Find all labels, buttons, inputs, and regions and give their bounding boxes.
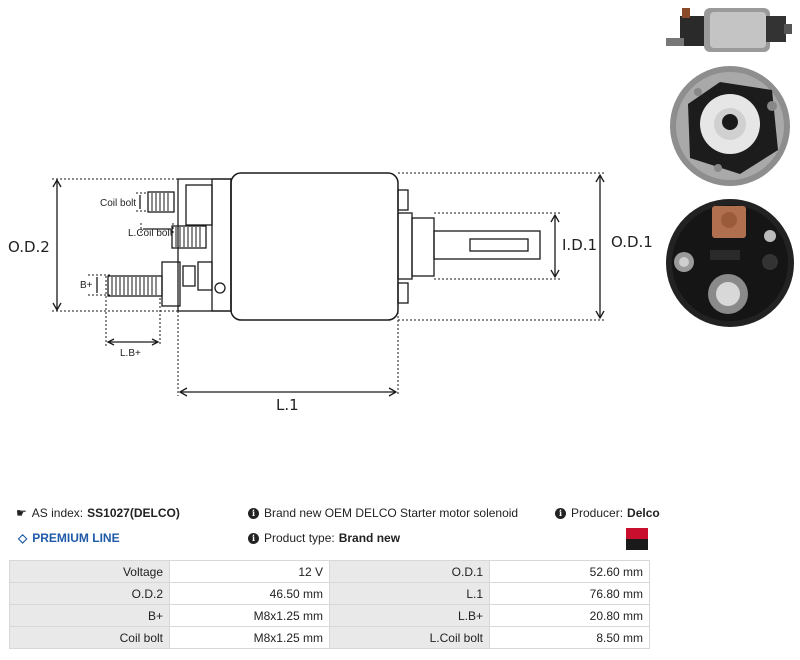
b-plus-label: B+	[80, 280, 93, 291]
info-icon: i	[555, 507, 566, 519]
product-type-value: Brand new	[338, 531, 401, 545]
info-icon: i	[248, 532, 259, 544]
table-row: Coil bolt M8x1.25 mm L.Coil bolt 8.50 mm	[9, 626, 650, 649]
producer: i Producer: Delco	[555, 506, 660, 520]
description-text: Brand new OEM DELCO Starter motor soleno…	[264, 506, 519, 520]
coil-bolt-label: Coil bolt	[100, 198, 136, 209]
l1-label: L.1	[276, 396, 299, 414]
as-index-value: SS1027(DELCO)	[87, 506, 180, 520]
producer-label: Producer:	[571, 506, 624, 520]
spec-key: B+	[9, 604, 170, 627]
spec-key: O.D.1	[329, 560, 490, 583]
diamond-icon: ◇	[18, 531, 28, 545]
spec-value: M8x1.25 mm	[169, 604, 330, 627]
spec-value: 76.80 mm	[489, 582, 650, 605]
spec-key: L.1	[329, 582, 490, 605]
l-coil-bolt-label: L.Coil bolt	[128, 228, 173, 239]
premium-line-text: PREMIUM LINE	[32, 531, 120, 545]
product-type-label: Product type:	[264, 531, 335, 545]
as-index-label: AS index:	[31, 506, 84, 520]
spec-key: L.B+	[329, 604, 490, 627]
spec-value: 20.80 mm	[489, 604, 650, 627]
swatch-red	[626, 528, 648, 539]
info-icon: i	[248, 507, 259, 519]
specs-table: Voltage 12 V O.D.1 52.60 mm O.D.2 46.50 …	[9, 560, 650, 649]
od1-label: O.D.1	[611, 233, 653, 251]
swatch-black	[626, 539, 648, 550]
spec-value: 8.50 mm	[489, 626, 650, 649]
table-row: O.D.2 46.50 mm L.1 76.80 mm	[9, 582, 650, 605]
solenoid-technical-drawing: O.D.2 O.D.1 I.D.1 L.1 Coil bolt L.Coil b…	[8, 172, 653, 414]
l-b-plus-label: L.B+	[120, 348, 141, 359]
id1-label: I.D.1	[562, 236, 597, 254]
description: i Brand new OEM DELCO Starter motor sole…	[248, 506, 518, 520]
spec-key: L.Coil bolt	[329, 626, 490, 649]
od2-label: O.D.2	[8, 238, 50, 256]
spec-value: 52.60 mm	[489, 560, 650, 583]
solenoid-side-photo	[666, 8, 792, 52]
spec-key: Voltage	[9, 560, 170, 583]
premium-line-badge: ◇ PREMIUM LINE	[18, 531, 120, 545]
spec-value: M8x1.25 mm	[169, 626, 330, 649]
spec-key: O.D.2	[9, 582, 170, 605]
spec-key: Coil bolt	[9, 626, 170, 649]
product-type: i Product type: Brand new	[248, 531, 400, 545]
spec-value: 46.50 mm	[169, 582, 330, 605]
producer-value: Delco	[627, 506, 660, 520]
as-index: ☛ AS index: SS1027(DELCO)	[16, 506, 180, 520]
table-row: Voltage 12 V O.D.1 52.60 mm	[9, 560, 650, 583]
table-row: B+ M8x1.25 mm L.B+ 20.80 mm	[9, 604, 650, 627]
tag-icon: ☛	[16, 506, 27, 520]
brand-color-swatch	[626, 528, 648, 550]
spec-value: 12 V	[169, 560, 330, 583]
solenoid-front-photo	[670, 66, 790, 186]
solenoid-terminal-photo	[666, 199, 794, 327]
